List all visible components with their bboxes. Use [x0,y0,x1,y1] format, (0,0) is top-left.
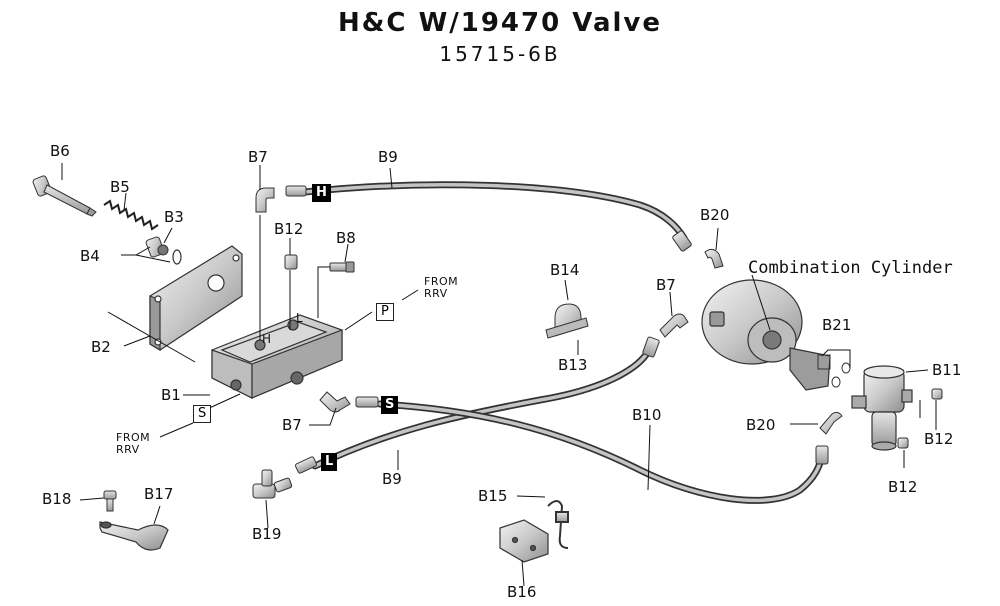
callout-b21: B21 [822,316,852,334]
callout-b6: B6 [50,142,70,160]
nut-b3 [145,236,169,258]
callout-b9-top: B9 [378,148,398,166]
hose-b10 [376,400,826,504]
callout-b17: B17 [144,485,174,503]
from-rrv-label-bottom: FROM RRV [116,431,151,456]
clamp-b14 [545,303,589,339]
hose-tag-s: S [381,396,399,415]
port-label-s: S [193,405,212,424]
callout-b19: B19 [252,525,282,543]
callout-b13: B13 [558,356,588,374]
combination-cylinder-label: Combination Cylinder [748,258,953,278]
elbow-b7-mid [659,313,689,338]
hose-tag-l: L [321,453,338,472]
callout-b15: B15 [478,487,508,505]
callout-b18: B18 [42,490,72,508]
callout-b20-top: B20 [700,206,730,224]
bracket-b17 [99,521,169,551]
callout-b7-top: B7 [248,148,268,166]
combination-cylinder [701,279,831,391]
callout-b9-bottom: B9 [382,470,402,488]
callout-b2: B2 [91,338,111,356]
fitting-b12-top [284,254,298,270]
block-marking-l: L [296,311,303,325]
callout-b8: B8 [336,229,356,247]
callout-b12-top: B12 [274,220,304,238]
valve-b11 [851,365,913,451]
callout-b16: B16 [507,583,537,601]
callout-b4: B4 [80,247,100,265]
elbow-b7-top [255,187,275,213]
callout-b14: B14 [550,261,580,279]
pin-b6 [32,175,97,217]
clip-b15 [547,500,569,549]
hose-b9-bottom [311,344,654,470]
tee-b19 [252,469,293,499]
callout-b7-mid: B7 [656,276,676,294]
callout-b3: B3 [164,208,184,226]
callout-b1: B1 [161,386,181,404]
port-label-p: P [376,303,394,322]
page-title: H&C W/19470 Valve [338,8,662,38]
bolt-b18 [103,490,117,512]
hose-tag-h: H [312,184,331,203]
spring-b5 [103,199,159,231]
callout-b10: B10 [632,406,662,424]
elbow-b20-top [704,248,724,269]
elbow-b20-bottom [819,411,843,435]
callout-b12-bottom: B12 [888,478,918,496]
plugs-b12 [897,388,943,449]
plate-b2 [149,245,243,352]
callout-b11: B11 [932,361,962,379]
elbow-b7-bottom [319,391,351,413]
block-marking-h: H [262,332,272,346]
callout-b20-bottom: B20 [746,416,776,434]
hose-b9-top [301,181,688,242]
oring-b4 [172,249,182,265]
callout-b5: B5 [110,178,130,196]
bracket-b16 [499,519,549,563]
bolt-b8 [329,261,355,273]
callout-b7-bottom: B7 [282,416,302,434]
block-b1 [211,314,343,399]
gaskets-b21 [817,354,851,388]
callout-b12-right: B12 [924,430,954,448]
from-rrv-label-top: FROM RRV [424,275,459,300]
hose-fittings [285,185,829,474]
page-subtitle: 15715-6B [439,42,561,66]
